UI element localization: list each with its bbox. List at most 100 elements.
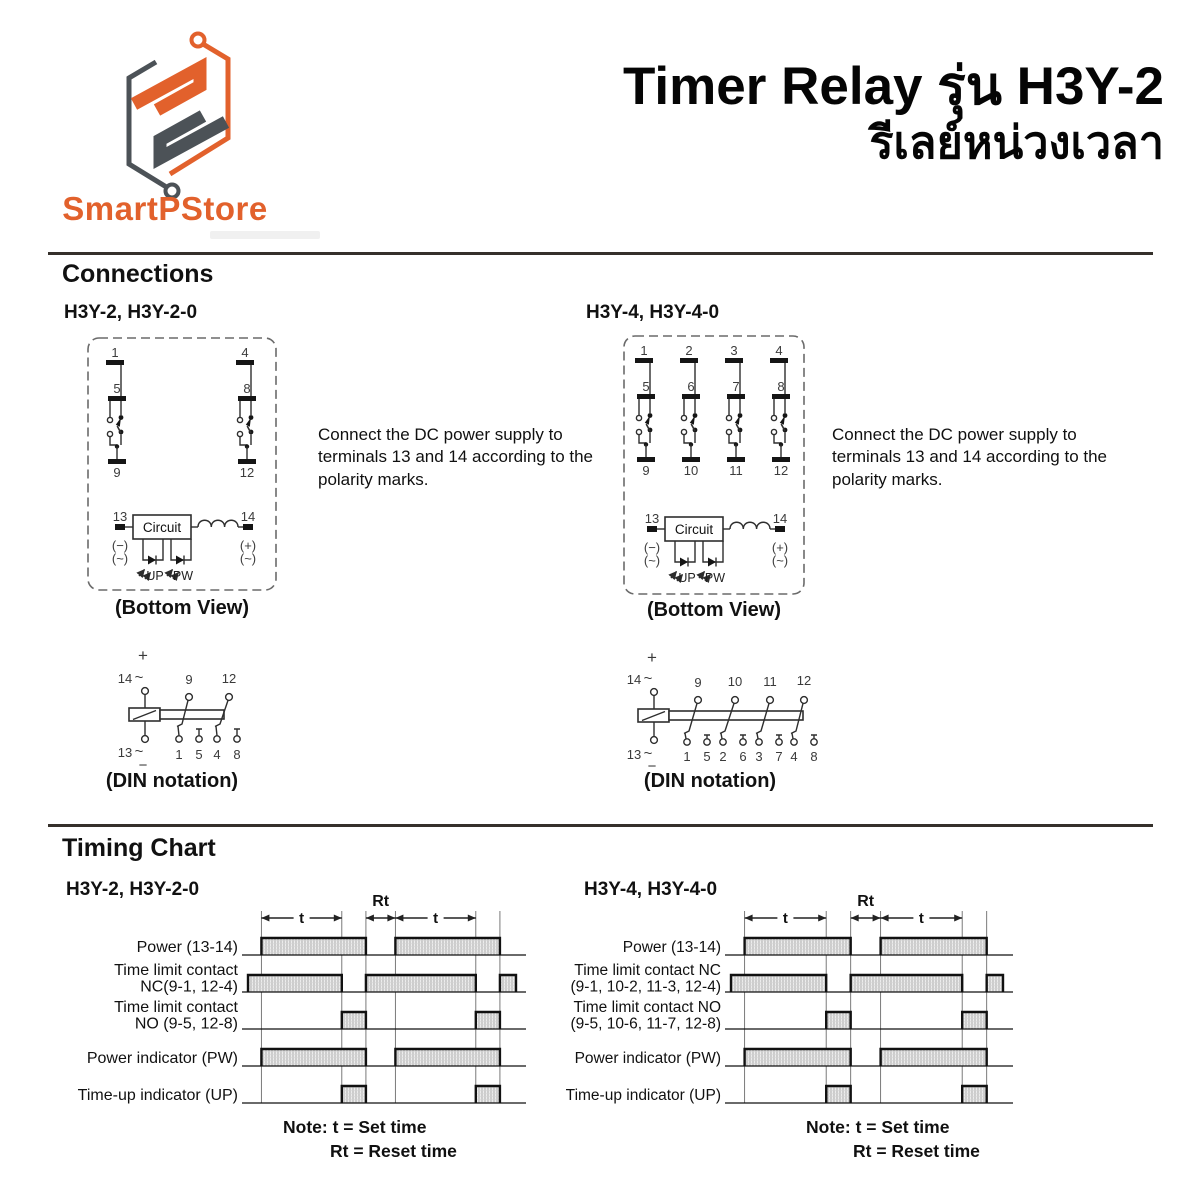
- svg-text:9: 9: [694, 675, 701, 690]
- smudge-artifact: [210, 231, 320, 239]
- svg-text:3: 3: [755, 749, 762, 764]
- svg-text:1: 1: [111, 345, 118, 360]
- timing-note-line1: Note: t = Set time: [806, 1117, 950, 1137]
- svg-text:1: 1: [640, 343, 647, 358]
- timing-note-line1: Note: t = Set time: [283, 1117, 427, 1137]
- svg-text:11: 11: [763, 674, 777, 689]
- product-title-block: Timer Relay รุ่น H3Y-2 รีเลย์หน่วงเวลา: [623, 56, 1164, 170]
- svg-text:14: 14: [627, 672, 641, 687]
- svg-text:−: −: [139, 757, 148, 773]
- timing-annotation-label: t: [783, 910, 788, 927]
- svg-text:3: 3: [730, 343, 737, 358]
- timing-note-right: Note: t = Set time Rt = Reset time: [806, 1116, 980, 1163]
- svg-text:7: 7: [775, 749, 782, 764]
- brand-logo: [126, 31, 231, 198]
- din-diagram-h3y2: + 14 ~ 13 ~ − 9 12 1 5 4 8: [118, 646, 241, 773]
- timing-note-left: Note: t = Set time Rt = Reset time: [283, 1116, 457, 1163]
- svg-text:9: 9: [185, 672, 192, 687]
- svg-text:6: 6: [739, 749, 746, 764]
- svg-text:8: 8: [243, 381, 250, 396]
- svg-text:6: 6: [687, 379, 694, 394]
- bottom-view-diagram-h3y2: 1 5 9 4 8 12 13 14 Circuit (−) (~) (+) (…: [87, 337, 277, 591]
- svg-text:~: ~: [644, 670, 653, 687]
- timing-row-label: Time limit contact NO(9-5, 10-6, 11-7, 1…: [571, 999, 721, 1033]
- svg-text:UP: UP: [678, 571, 695, 585]
- timing-row-label: Power indicator (PW): [87, 1050, 238, 1067]
- svg-text:(~): (~): [772, 553, 788, 568]
- svg-text:14: 14: [773, 511, 787, 526]
- timing-row-label: Power (13-14): [137, 939, 238, 956]
- timing-row-label: Time-up indicator (UP): [566, 1087, 721, 1104]
- svg-text:(~): (~): [644, 553, 660, 568]
- svg-text:+: +: [647, 648, 657, 667]
- svg-text:13: 13: [113, 509, 127, 524]
- svg-text:~: ~: [135, 743, 144, 760]
- svg-text:2: 2: [685, 343, 692, 358]
- svg-text:4: 4: [241, 345, 248, 360]
- bottom-view-diagram-h3y4: 1 5 9 2 6 10 3 7 11 4 8 12 13 14 Circuit…: [623, 335, 805, 595]
- timing-annotation-label: Rt: [857, 893, 875, 910]
- svg-text:9: 9: [642, 463, 649, 478]
- timing-annotation-label: t: [919, 910, 924, 927]
- timing-row-label: Power indicator (PW): [575, 1050, 721, 1067]
- svg-text:14: 14: [118, 671, 132, 686]
- svg-text:UP: UP: [146, 569, 163, 583]
- svg-text:14: 14: [241, 509, 255, 524]
- svg-text:13: 13: [118, 745, 132, 760]
- din-caption-h3y2: (DIN notation): [105, 770, 239, 792]
- svg-text:−: −: [648, 758, 657, 773]
- section-divider-top: [48, 252, 1153, 255]
- svg-text:8: 8: [233, 747, 240, 762]
- variant-title-h3y2: H3Y-2, H3Y-2-0: [64, 302, 198, 323]
- timing-annotation-label: Rt: [372, 893, 390, 910]
- din-caption-h3y4: (DIN notation): [643, 770, 777, 792]
- svg-text:5: 5: [703, 749, 710, 764]
- timing-row-label: Time limit contact NC(9-1, 10-2, 11-3, 1…: [571, 962, 721, 996]
- svg-text:2: 2: [719, 749, 726, 764]
- svg-text:12: 12: [240, 465, 254, 480]
- svg-text:13: 13: [645, 511, 659, 526]
- svg-text:12: 12: [774, 463, 788, 478]
- timing-title-h3y4: H3Y-4, H3Y-4-0: [584, 879, 718, 900]
- svg-text:11: 11: [729, 463, 743, 478]
- svg-text:5: 5: [195, 747, 202, 762]
- svg-text:(−): (−): [112, 538, 128, 553]
- timing-note-line2: Rt = Reset time: [330, 1140, 457, 1161]
- svg-text:PW: PW: [705, 571, 725, 585]
- connections-heading: Connections: [62, 260, 214, 288]
- svg-text:12: 12: [222, 671, 236, 686]
- svg-text:8: 8: [810, 749, 817, 764]
- timing-heading: Timing Chart: [62, 834, 216, 862]
- timing-note-line2: Rt = Reset time: [853, 1140, 980, 1161]
- svg-text:5: 5: [113, 381, 120, 396]
- svg-text:4: 4: [790, 749, 797, 764]
- svg-text:10: 10: [728, 674, 742, 689]
- svg-text:1: 1: [683, 749, 690, 764]
- timing-title-h3y2: H3Y-2, H3Y-2-0: [66, 879, 200, 900]
- svg-text:Circuit: Circuit: [143, 520, 182, 535]
- svg-text:(~): (~): [112, 551, 128, 566]
- brand-wordmark: SmartPStore: [62, 190, 268, 227]
- svg-text:10: 10: [684, 463, 698, 478]
- svg-text:+: +: [138, 646, 148, 665]
- svg-text:Circuit: Circuit: [675, 522, 714, 537]
- variant-title-h3y4: H3Y-4, H3Y-4-0: [586, 302, 720, 323]
- bottom-view-caption-h3y2: (Bottom View): [114, 597, 250, 619]
- svg-text:~: ~: [644, 745, 653, 762]
- svg-text:(−): (−): [644, 540, 660, 555]
- svg-text:12: 12: [797, 673, 811, 688]
- svg-text:PW: PW: [173, 569, 193, 583]
- timing-row-label: Time-up indicator (UP): [78, 1087, 238, 1104]
- svg-text:9: 9: [113, 465, 120, 480]
- timing-row-label: Power (13-14): [623, 939, 721, 956]
- svg-text:4: 4: [775, 343, 782, 358]
- svg-text:5: 5: [642, 379, 649, 394]
- svg-text:8: 8: [777, 379, 784, 394]
- timing-annotation-label: t: [433, 910, 438, 927]
